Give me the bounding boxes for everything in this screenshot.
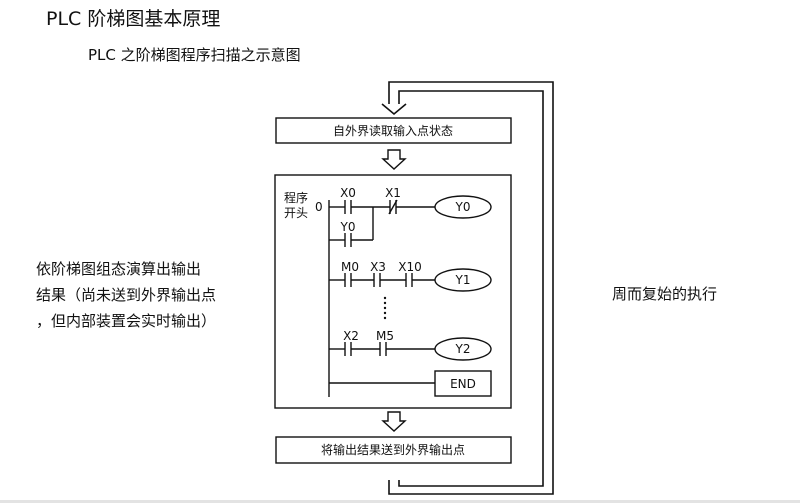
- coil-label: Y0: [455, 200, 471, 214]
- end-label: END: [450, 377, 476, 391]
- rung-start-number: 0: [315, 200, 323, 214]
- contact-label: X10: [398, 260, 422, 274]
- coil-label: Y1: [455, 273, 471, 287]
- step-read-label: 自外界读取输入点状态: [333, 123, 453, 138]
- contact-label: M0: [341, 260, 359, 274]
- down-arrow-icon: [381, 149, 407, 170]
- contact-label: X3: [370, 260, 386, 274]
- left-note-line-2: 结果（尚未送到外界输出点: [36, 286, 217, 304]
- program-label-line-2: 开头: [284, 206, 308, 220]
- contact-label: X2: [343, 329, 359, 343]
- down-arrow-icon: [381, 411, 407, 432]
- contact-label: Y0: [340, 220, 356, 234]
- left-note-line-3: ，但内部装置会实时输出）: [36, 312, 217, 330]
- end-box: [434, 370, 492, 397]
- output-coil: [434, 195, 492, 219]
- step-write-box: [275, 436, 512, 464]
- contact-label: M5: [376, 329, 394, 343]
- ladder-lines: [328, 199, 435, 397]
- coil-label: Y2: [455, 342, 471, 356]
- contact-label: X0: [340, 186, 356, 200]
- output-coil: [434, 337, 492, 361]
- page-title: PLC 阶梯图基本原理: [46, 8, 221, 30]
- output-coil: [434, 268, 492, 292]
- contact-label: X1: [385, 186, 401, 200]
- step-write-label: 将输出结果送到外界输出点: [321, 442, 465, 457]
- continuation-dots: [383, 296, 387, 320]
- program-label-line-1: 程序: [284, 190, 308, 205]
- step-read-box: [275, 117, 512, 144]
- left-note-line-1: 依阶梯图组态演算出输出: [36, 260, 202, 278]
- slide-bottom-bar: [0, 500, 800, 503]
- page-subtitle: PLC 之阶梯图程序扫描之示意图: [88, 46, 301, 64]
- return-loop-arrow: [381, 81, 554, 495]
- right-note: 周而复始的执行: [612, 285, 718, 303]
